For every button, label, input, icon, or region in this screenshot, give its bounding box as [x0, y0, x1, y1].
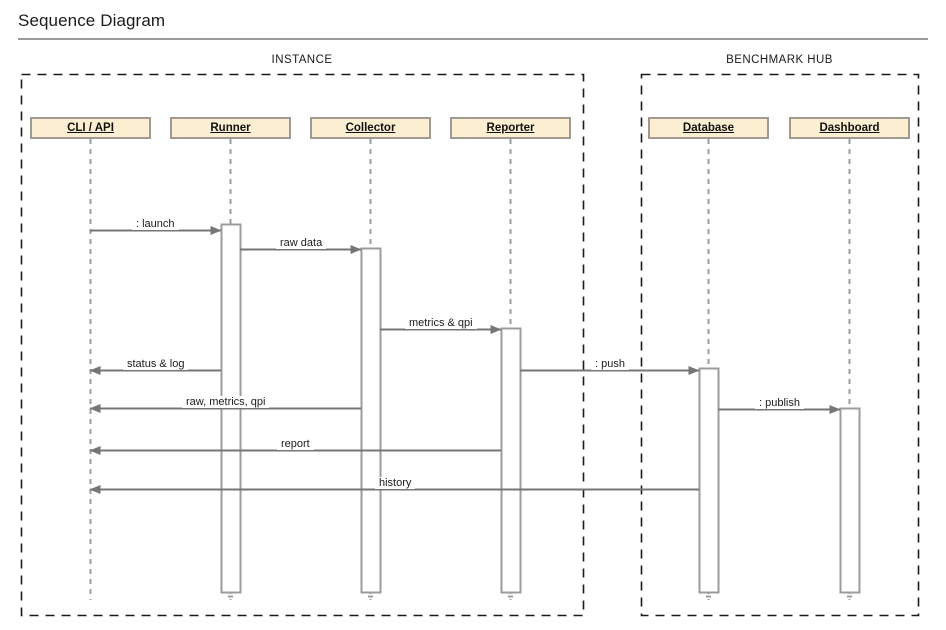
- lifeline-label-database: Database: [682, 122, 735, 134]
- partition-frame-instance: [20, 73, 585, 617]
- activation-bar-reporter: [500, 327, 522, 594]
- lifeline-box-reporter[interactable]: Reporter: [450, 117, 571, 139]
- lifeline-label-collector: Collector: [345, 122, 396, 134]
- lifeline-label-reporter: Reporter: [486, 122, 535, 134]
- message-label-metrics-qpi: metrics & qpi: [405, 317, 477, 329]
- messages-layer: [89, 226, 841, 494]
- message-label-launch: : launch: [132, 218, 179, 230]
- lifeline-box-dashboard[interactable]: Dashboard: [789, 117, 910, 139]
- partition-label-benchmark-hub: BENCHMARK HUB: [726, 54, 833, 66]
- partition-frame-benchmark-hub: [640, 73, 920, 617]
- message-label-report: report: [277, 438, 314, 450]
- lifeline-box-collector[interactable]: Collector: [310, 117, 431, 139]
- activation-bar-collector: [360, 247, 382, 594]
- lifeline-label-cli-api: CLI / API: [67, 122, 114, 134]
- lifeline-box-cli-api[interactable]: CLI / API: [30, 117, 151, 139]
- lifeline-box-runner[interactable]: Runner: [170, 117, 291, 139]
- message-label-push: : push: [591, 358, 629, 370]
- message-label-history: history: [375, 477, 416, 489]
- message-label-raw-data: raw data: [276, 237, 327, 249]
- title-divider: [18, 38, 928, 40]
- activation-bar-dashboard: [839, 407, 861, 594]
- activation-bar-database: [698, 367, 720, 594]
- partition-label-instance: INSTANCE: [271, 54, 333, 66]
- message-label-raw-metrics-qpi: raw, metrics, qpi: [182, 396, 270, 408]
- page-title: Sequence Diagram: [18, 11, 166, 30]
- message-label-publish: : publish: [755, 397, 804, 409]
- lifeline-label-runner: Runner: [210, 122, 251, 134]
- lifeline-box-database[interactable]: Database: [648, 117, 769, 139]
- lifeline-label-dashboard: Dashboard: [819, 122, 880, 134]
- partitions-layer: [20, 73, 920, 617]
- message-label-status-log: status & log: [123, 358, 189, 370]
